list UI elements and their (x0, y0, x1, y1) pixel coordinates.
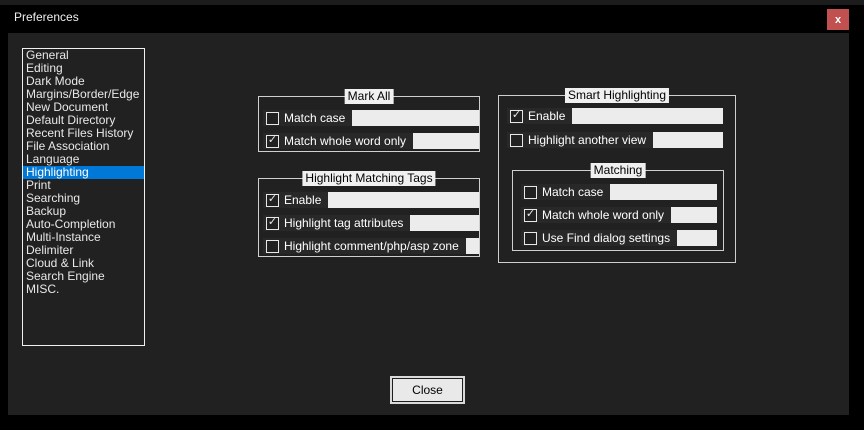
checkmark-icon: ✓ (267, 215, 278, 228)
sidebar-item-general[interactable]: General (26, 48, 69, 62)
checkbox-unchecked[interactable] (524, 185, 537, 199)
sidebar-item-multi-instance[interactable]: Multi-Instance (26, 230, 101, 244)
sidebar-item-dark-mode[interactable]: Dark Mode (26, 74, 85, 88)
checkbox-row[interactable]: Match case (521, 184, 717, 200)
checkbox-checked[interactable]: ✓ (510, 108, 523, 123)
checkbox-row[interactable]: Highlight another view (507, 132, 723, 148)
checkbox-checked[interactable]: ✓ (266, 133, 279, 148)
checkbox-label: Highlight another view (528, 133, 647, 147)
checkbox-patch: Use Find dialog settings (521, 230, 678, 246)
checkmark-icon: ✓ (267, 133, 278, 146)
sidebar-item-editing[interactable]: Editing (26, 61, 63, 75)
group-title: Mark All (344, 89, 394, 104)
checkbox-unchecked[interactable] (524, 231, 537, 245)
window-top-edge (0, 0, 864, 5)
sidebar-item-recent-files-history[interactable]: Recent Files History (26, 126, 134, 140)
checkbox-label: Match case (542, 185, 604, 199)
checkbox-label: Match case (284, 111, 346, 125)
window-title: Preferences (14, 10, 79, 24)
checkbox-patch: ✓ Match whole word only (263, 133, 414, 149)
checkbox-label: Enable (284, 193, 322, 207)
group-highlight-matching-tags: Highlight Matching Tags ✓ Enable ✓ Highligh… (258, 171, 480, 257)
group-title: Smart Highlighting (564, 88, 670, 103)
checkbox-row[interactable]: ✓ Match whole word only (263, 133, 479, 149)
checkbox-label: Match whole word only (542, 208, 665, 222)
close-icon: x (834, 13, 842, 26)
checkbox-checked[interactable]: ✓ (524, 207, 537, 222)
sidebar-item-search-engine[interactable]: Search Engine (26, 269, 105, 283)
sidebar-item-auto-completion[interactable]: Auto-Completion (26, 217, 116, 231)
titlebar-close-button[interactable]: x (827, 9, 849, 30)
group-title: Matching (590, 163, 646, 178)
checkbox-checked[interactable]: ✓ (266, 192, 279, 207)
checkbox-unchecked[interactable] (510, 133, 523, 147)
checkbox-patch: ✓ Enable (263, 192, 329, 208)
checkbox-patch: ✓ Highlight tag attributes (263, 215, 411, 231)
group-mark-all: Mark All Match case ✓ Match whole word onl… (258, 89, 480, 152)
checkbox-row[interactable]: ✓ Highlight tag attributes (263, 215, 479, 231)
sidebar-item-default-directory[interactable]: Default Directory (26, 113, 116, 127)
checkbox-row[interactable]: Use Find dialog settings (521, 230, 717, 246)
checkbox-checked[interactable]: ✓ (266, 215, 279, 230)
checkbox-unchecked[interactable] (266, 239, 279, 253)
checkbox-unchecked[interactable] (266, 111, 279, 125)
checkbox-row[interactable]: ✓ Match whole word only (521, 207, 717, 223)
checkbox-patch: Highlight another view (507, 132, 654, 148)
checkbox-patch: Match case (263, 110, 353, 126)
group-title: Highlight Matching Tags (302, 171, 436, 186)
sidebar-item-backup[interactable]: Backup (26, 204, 67, 218)
checkbox-patch: ✓ Enable (507, 108, 573, 124)
checkbox-label: Highlight comment/php/asp zone (284, 239, 459, 253)
sidebar-item-delimiter[interactable]: Delimiter (26, 243, 74, 257)
sidebar-item-margins-border-edge[interactable]: Margins/Border/Edge (26, 87, 140, 101)
checkmark-icon: ✓ (525, 207, 536, 220)
sidebar-item-highlighting[interactable]: Highlighting (23, 166, 144, 179)
close-button[interactable]: Close (392, 378, 463, 402)
checkbox-row[interactable]: Highlight comment/php/asp zone (263, 238, 479, 254)
checkbox-row[interactable]: ✓ Enable (507, 108, 723, 124)
checkbox-patch: Match case (521, 184, 611, 200)
checkmark-icon: ✓ (511, 108, 522, 121)
checkbox-patch: Highlight comment/php/asp zone (263, 238, 466, 254)
checkbox-label: Highlight tag attributes (284, 216, 404, 230)
checkbox-label: Match whole word only (284, 134, 407, 148)
sidebar-item-file-association[interactable]: File Association (26, 139, 110, 153)
sidebar-item-print[interactable]: Print (26, 178, 51, 192)
sidebar-item-misc[interactable]: MISC. (26, 282, 60, 296)
checkbox-label: Use Find dialog settings (542, 231, 671, 245)
sidebar-item-searching[interactable]: Searching (26, 191, 81, 205)
titlebar: Preferences x (0, 5, 864, 33)
checkmark-icon: ✓ (267, 192, 278, 205)
sidebar-item-new-document[interactable]: New Document (26, 100, 109, 114)
checkbox-patch: ✓ Match whole word only (521, 207, 672, 223)
checkbox-row[interactable]: Match case (263, 110, 479, 126)
sidebar-item-language[interactable]: Language (26, 152, 80, 166)
checkbox-label: Enable (528, 109, 566, 123)
group-matching: Matching Match case ✓ Match whole word onl… (512, 163, 724, 251)
checkbox-row[interactable]: ✓ Enable (263, 192, 479, 208)
sidebar-item-cloud-link[interactable]: Cloud & Link (26, 256, 95, 270)
